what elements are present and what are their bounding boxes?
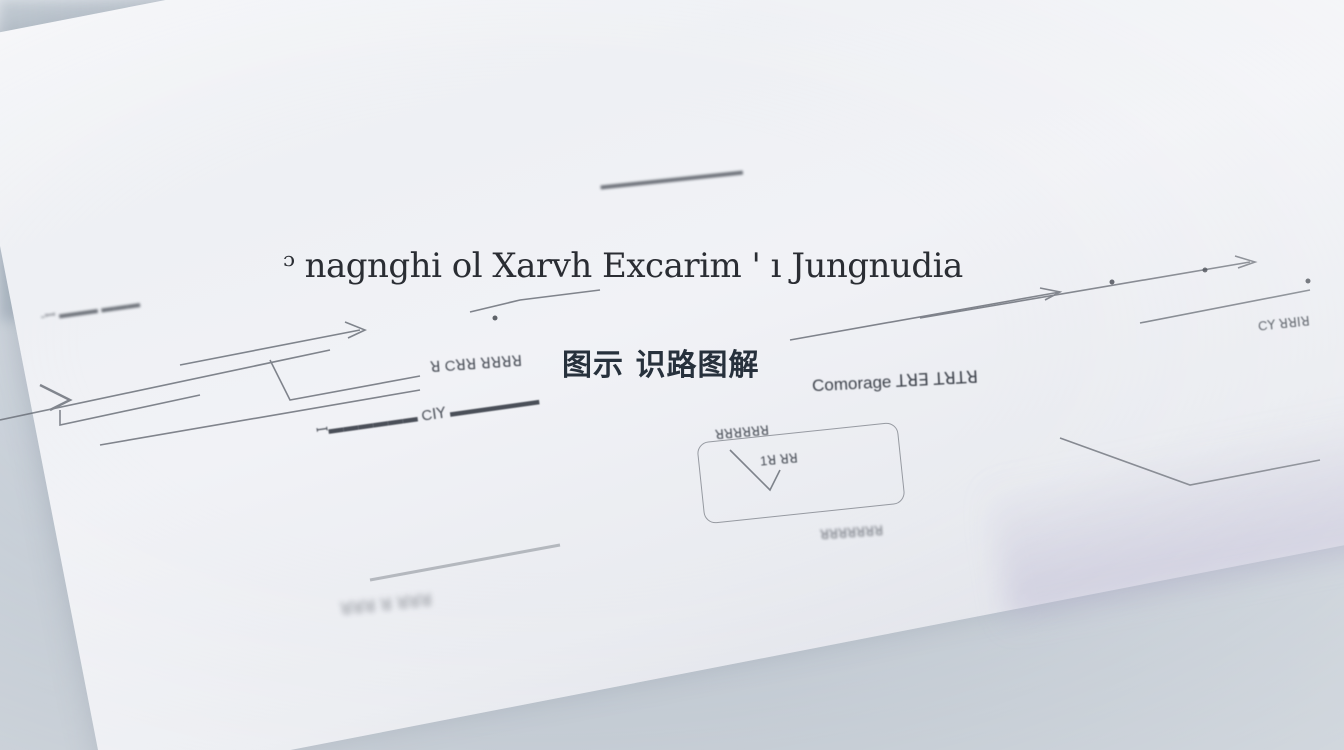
diagram-title: ᵓ nagnghi ol Xarvh Excarim ' ı Jungnudia (283, 246, 963, 286)
arrow-line-2 (789, 291, 1061, 341)
connector-line-6 (1059, 437, 1321, 486)
card-connector (729, 449, 781, 492)
connector-line-3 (269, 359, 421, 401)
card-value-label: 1ꓤ ꓤꓤ (759, 450, 799, 469)
connector-line-5 (469, 289, 601, 313)
arrow-line-1 (179, 329, 361, 366)
cjk-label: 图示 识路图解 (562, 348, 760, 383)
bottom-bar (369, 543, 561, 582)
arrow-head-2 (1039, 287, 1063, 301)
flag-marker (39, 383, 73, 412)
arrow-line-4 (1139, 289, 1311, 324)
arrow-head-3 (1234, 255, 1258, 269)
arrow-line-3 (919, 261, 1251, 319)
connector-line-4 (99, 389, 421, 446)
connector-line-1 (0, 349, 331, 421)
arrow-head-1 (344, 321, 368, 339)
connector-line-2 (59, 394, 201, 426)
